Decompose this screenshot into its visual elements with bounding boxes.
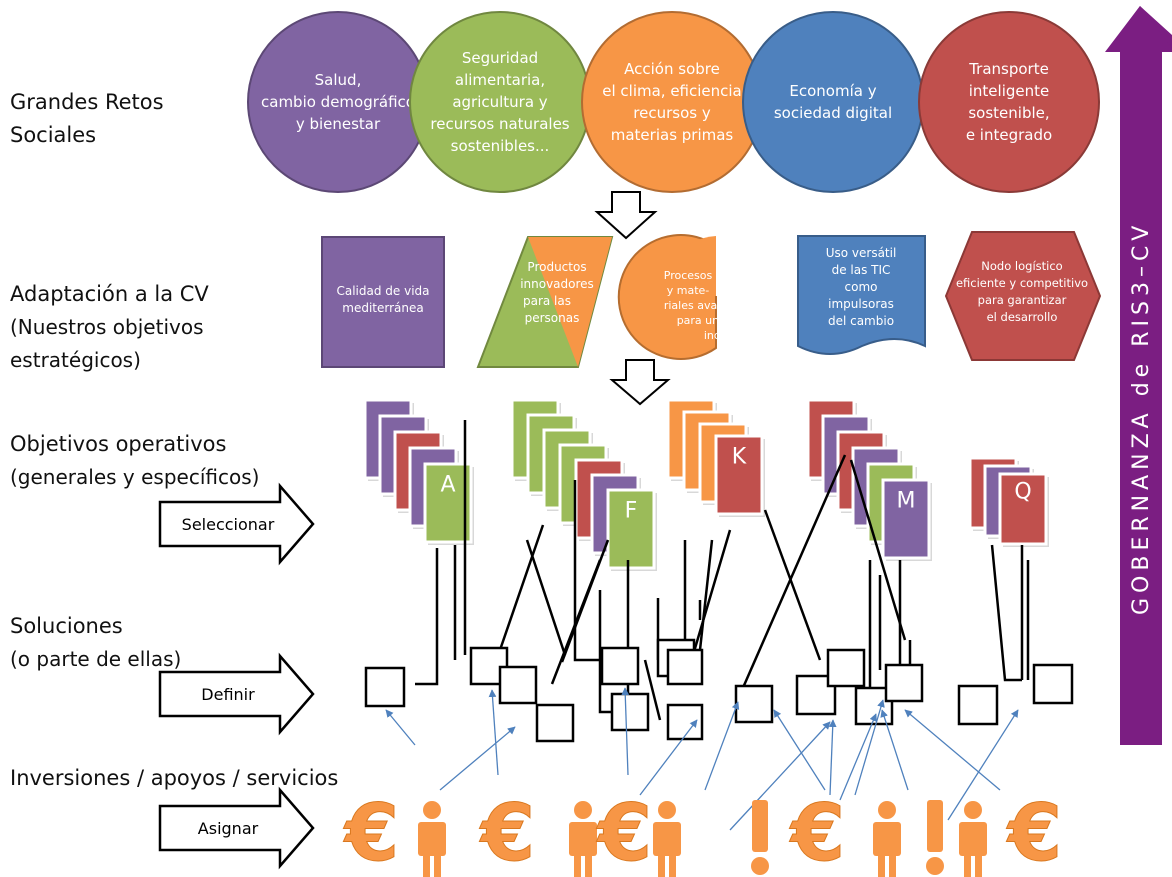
svg-text:€: €: [343, 789, 399, 877]
operational-card: [998, 472, 1048, 546]
solution-box: [734, 684, 774, 724]
operational-card: [423, 462, 473, 544]
svg-text:€: €: [596, 789, 652, 877]
operational-card: [606, 488, 656, 570]
action-arrow-label: Asignar: [198, 819, 259, 838]
label-line: Sociales: [10, 123, 97, 147]
objective-nodo-logistico: [944, 231, 1102, 361]
solution-box: [1032, 663, 1074, 705]
solution-box: [666, 703, 704, 741]
solution-box: [826, 648, 866, 688]
euro-icon: €: [788, 789, 845, 877]
solution-box: [498, 665, 538, 705]
label-adaptacion: Adaptación a la CV (Nuestros objetivos e…: [10, 278, 209, 377]
label-line: (Nuestros objetivos: [10, 315, 204, 339]
action-arrow-asignar: Asignar: [158, 786, 315, 870]
governance-arrow: GOBERNANZA de RIS3–CV: [1105, 6, 1172, 745]
investment-links: [385, 687, 1019, 831]
solution-box: [957, 684, 999, 726]
operational-card: [714, 434, 764, 516]
label-line: (generales y específicos): [10, 465, 260, 489]
solution-box: [535, 703, 575, 743]
objective-calidad-de-vida: [321, 236, 445, 368]
person-icon: [653, 801, 681, 877]
objective-uso-tic: [797, 235, 926, 355]
svg-text:€: €: [479, 789, 535, 877]
svg-text:€: €: [789, 789, 845, 877]
operational-letter: K: [732, 444, 747, 469]
person-icon: [418, 801, 446, 877]
label-soluciones: Soluciones (o parte de ellas): [10, 610, 181, 676]
person-icon: [569, 801, 597, 877]
label-line: Objetivos operativos: [10, 432, 227, 456]
solution-box: [600, 646, 640, 686]
governance-label: GOBERNANZA de RIS3–CV: [1129, 221, 1154, 615]
down-arrow: [594, 191, 658, 240]
label-grandes-retos: Grandes Retos Sociales: [10, 86, 164, 152]
euro-icon: €: [1005, 789, 1062, 877]
euro-icon: €: [595, 789, 652, 877]
operational-stack-f: F: [510, 398, 657, 571]
label-inversiones: Inversiones / apoyos / servicios: [10, 762, 338, 795]
operational-stack-q: Q: [968, 456, 1049, 547]
person-icon: [959, 801, 987, 877]
operational-letter: M: [897, 488, 916, 513]
solution-box: [884, 663, 924, 703]
operational-stacks-group: A F K M Q: [363, 398, 1049, 571]
label-line: (o parte de ellas): [10, 647, 182, 671]
label-line: Inversiones / apoyos / servicios: [10, 766, 339, 790]
euro-icon: €: [478, 789, 535, 877]
operational-letter: F: [625, 498, 638, 523]
operational-stack-a: A: [363, 398, 474, 545]
operational-letter: A: [440, 472, 455, 497]
label-line: estratégicos): [10, 348, 141, 372]
objective-productos-innovadores: [476, 236, 614, 368]
action-arrow-seleccionar: Seleccionar: [158, 482, 315, 566]
exclaim-icon: [751, 800, 769, 875]
operational-card: [881, 478, 931, 560]
label-line: Soluciones: [10, 614, 123, 638]
solution-box: [364, 666, 406, 708]
objective-procesos-materiales: [617, 234, 756, 360]
label-line: Grandes Retos: [10, 90, 164, 114]
euro-icon: €: [342, 789, 399, 877]
action-arrow-label: Seleccionar: [182, 515, 275, 534]
exclaim-icon: [926, 800, 944, 875]
label-objetivos-operativos: Objetivos operativos (generales y especí…: [10, 428, 259, 494]
operational-stack-k: K: [666, 398, 765, 517]
down-arrow: [609, 359, 671, 406]
action-arrow-definir: Definir: [158, 652, 315, 736]
operational-letter: Q: [1014, 480, 1031, 505]
operational-stack-m: M: [806, 398, 932, 561]
label-line: Adaptación a la CV: [10, 282, 209, 306]
solution-box: [666, 648, 704, 686]
action-arrow-label: Definir: [201, 685, 255, 704]
person-icon: [873, 801, 901, 877]
solution-boxes: [364, 638, 1074, 743]
solution-box: [610, 692, 650, 732]
svg-text:€: €: [1006, 789, 1062, 877]
strategic-objectives-group: [321, 231, 1102, 368]
investments-group: € € € € €: [342, 789, 1063, 877]
